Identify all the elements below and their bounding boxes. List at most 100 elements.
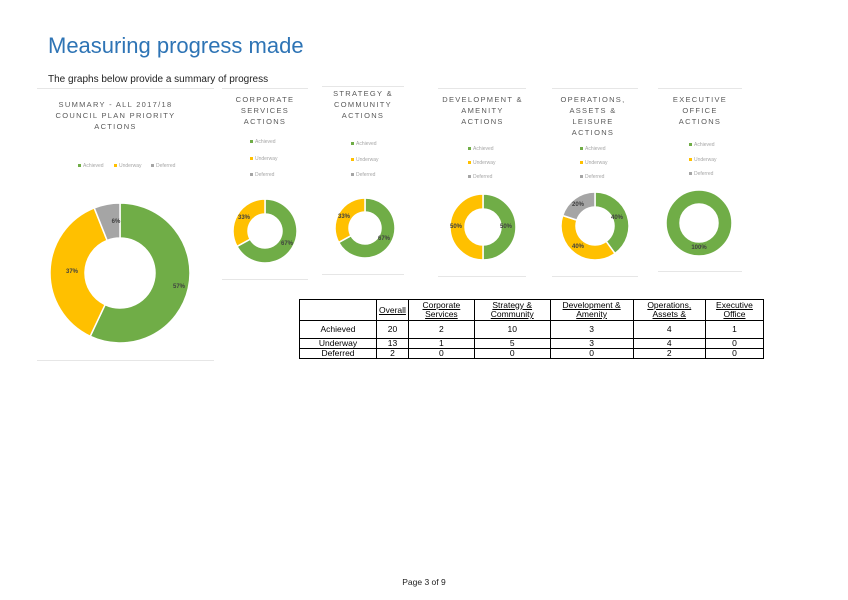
legend-label: Deferred [356,172,376,178]
achieved-swatch [468,147,471,151]
divider [222,279,308,280]
table-cell: Deferred [299,348,377,359]
achieved-swatch [689,143,692,147]
table-cell: 0 [704,348,765,359]
legend-item-deferred: Deferred [580,174,604,180]
data-label-achieved: 40% [611,215,624,221]
donut-slice-underway [232,198,266,248]
legend-item-deferred: Deferred [351,172,375,178]
legend-item-achieved: Achieved [78,163,104,169]
table-cell: 0 [704,338,765,349]
divider [322,86,404,87]
data-label-achieved: 50% [500,224,513,230]
table-header: Strategy & Community [473,299,551,321]
table-cell: 2 [632,348,706,359]
divider [322,274,404,275]
legend-label: Deferred [156,163,176,169]
data-label-achieved: 67% [378,236,391,242]
table-cell: 4 [632,320,706,339]
donut-slice-achieved [89,202,191,344]
deferred-swatch [580,175,583,179]
data-label-achieved: 57% [173,284,186,290]
legend-label: Achieved [694,142,715,148]
donut-slice-achieved [665,189,733,257]
deferred-swatch [689,172,692,176]
legend-label: Underway [694,157,717,163]
table-cell: Underway [299,338,377,349]
deferred-swatch [351,173,354,177]
achieved-swatch [78,164,81,168]
legend-item-achieved: Achieved [689,142,715,148]
legend-item-underway: Underway [250,156,278,162]
legend-item-achieved: Achieved [468,146,494,152]
deferred-swatch [250,173,253,177]
chart-title-operations: OPERATIONS, ASSETS & LEISURE ACTIONS [560,95,626,137]
legend-item-underway: Underway [468,160,496,166]
donut-slice-deferred [561,191,596,222]
data-label-underway: 33% [238,215,251,221]
chart-title-summary: SUMMARY - ALL 2017/18 COUNCIL PLAN PRIOR… [55,100,176,131]
table-cell: 13 [376,338,409,349]
donut-slice-achieved [235,198,298,264]
underway-swatch [689,158,692,162]
table-cell: 3 [549,338,634,349]
donut-slice-underway [449,193,484,261]
underway-swatch [351,158,354,162]
chart-title-development: DEVELOPMENT & AMENITY ACTIONS [442,95,523,126]
table-cell: 2 [376,348,409,359]
legend-label: Underway [255,156,278,162]
donut-slice-achieved [482,193,517,261]
table-cell: 5 [473,338,551,349]
divider [37,88,214,89]
legend-item-underway: Underway [114,163,142,169]
chart-title-executive: EXECUTIVE OFFICE ACTIONS [672,95,728,126]
donut-slice-deferred [93,202,121,242]
legend-label: Achieved [473,146,494,152]
table-header: Development & Amenity [549,299,634,321]
table-row: Underway 13 1 5 3 4 0 [299,338,765,349]
table-cell: 4 [632,338,706,349]
table-header [299,299,377,321]
legend-item-achieved: Achieved [250,139,276,145]
legend-item-underway: Underway [689,157,717,163]
underway-swatch [580,161,583,165]
table-cell: 1 [407,338,475,349]
achieved-swatch [250,140,253,144]
legend-label: Deferred [694,171,714,177]
divider [658,88,742,89]
legend-item-underway: Underway [351,157,379,163]
table-cell: 3 [549,320,634,339]
legend-item-achieved: Achieved [580,146,606,152]
legend-label: Deferred [255,172,275,178]
data-label-underway: 40% [572,244,585,250]
divider [438,276,526,277]
legend-item-deferred: Deferred [250,172,274,178]
chart-title-corporate: CORPORATE SERVICES ACTIONS [235,95,295,126]
page-title: Measuring progress made [48,33,304,58]
donut-slice-underway [49,206,109,338]
deferred-swatch [151,164,154,168]
legend-label: Deferred [585,174,605,180]
progress-table: Overall Corporate Services Strategy & Co… [299,299,765,359]
table-cell: 0 [407,348,475,359]
data-label-achieved: 67% [281,241,294,247]
chart-title-strategy: STRATEGY & COMMUNITY ACTIONS [333,89,393,120]
data-label-underway: 50% [450,224,463,230]
table-cell: 0 [473,348,551,359]
page-subtitle: The graphs below provide a summary of pr… [48,74,269,85]
legend-label: Underway [473,160,496,166]
legend-label: Underway [585,160,608,166]
data-label-underway: 37% [66,269,79,275]
divider [222,88,308,89]
legend-item-achieved: Achieved [351,141,377,147]
table-header: Overall [376,299,409,321]
legend-label: Deferred [473,174,493,180]
legend-item-underway: Underway [580,160,608,166]
table-cell: 2 [407,320,475,339]
page-footer: Page 3 of 9 [402,577,446,587]
legend-label: Underway [119,163,142,169]
table-header-row: Overall Corporate Services Strategy & Co… [299,299,765,321]
table-cell: 1 [704,320,765,339]
data-label-underway: 33% [338,214,351,220]
divider [552,88,638,89]
